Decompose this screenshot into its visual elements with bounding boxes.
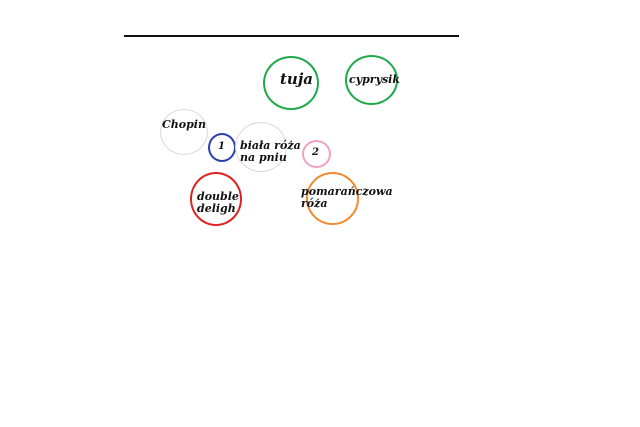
pomaranczowa-roza-label-line2: róża xyxy=(301,196,328,210)
pomaranczowa-roza-circle xyxy=(306,172,359,225)
double-delight-label-line2: deligh xyxy=(197,201,236,215)
biala-roza-label-line2: na pniu xyxy=(240,150,287,164)
boundary-line xyxy=(124,35,459,37)
biala-roza-label-line1: biała róża xyxy=(240,139,301,152)
double-delight-circle xyxy=(190,172,242,226)
marker-2-label: 2 xyxy=(312,147,319,158)
pomaranczowa-roza-label: pomarańczowa róża xyxy=(301,186,393,209)
biala-roza-label: biała róża na pniu xyxy=(240,140,301,163)
tuja-circle xyxy=(263,56,319,110)
double-delight-label: double deligh xyxy=(197,191,239,214)
chopin-label: Chopin xyxy=(162,118,206,131)
pomaranczowa-roza-label-line1: pomarańczowa xyxy=(301,185,393,198)
biala-roza-circle xyxy=(235,122,287,172)
cyprysik-circle xyxy=(345,55,398,105)
tuja-label: tuja xyxy=(280,70,313,88)
marker-2-circle xyxy=(302,140,331,168)
chopin-circle xyxy=(160,109,208,155)
double-delight-label-line1: double xyxy=(197,190,239,203)
cyprysik-label: cyprysik xyxy=(349,73,400,86)
marker-1-label: 1 xyxy=(218,141,225,152)
